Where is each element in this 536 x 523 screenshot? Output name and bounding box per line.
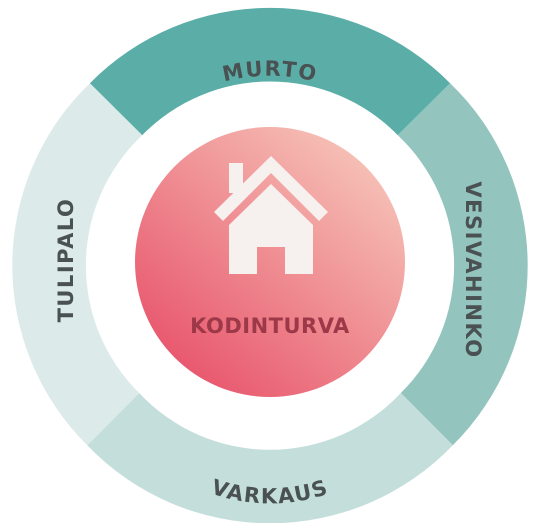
segment-tulipalo[interactable] xyxy=(12,83,143,446)
ring xyxy=(12,7,528,523)
center-circle xyxy=(135,127,405,397)
label-vesivahinko: VESIVAHINKO xyxy=(461,181,485,358)
label-tulipalo: TULIPALO xyxy=(54,198,78,323)
segment-vesivahinko[interactable] xyxy=(397,83,528,446)
house-icon xyxy=(214,156,328,274)
center-label: KODINTURVA xyxy=(190,314,350,338)
label-murto: MURTO xyxy=(220,57,320,87)
segment-varkaus[interactable] xyxy=(87,393,453,523)
segment-murto[interactable] xyxy=(89,7,451,136)
